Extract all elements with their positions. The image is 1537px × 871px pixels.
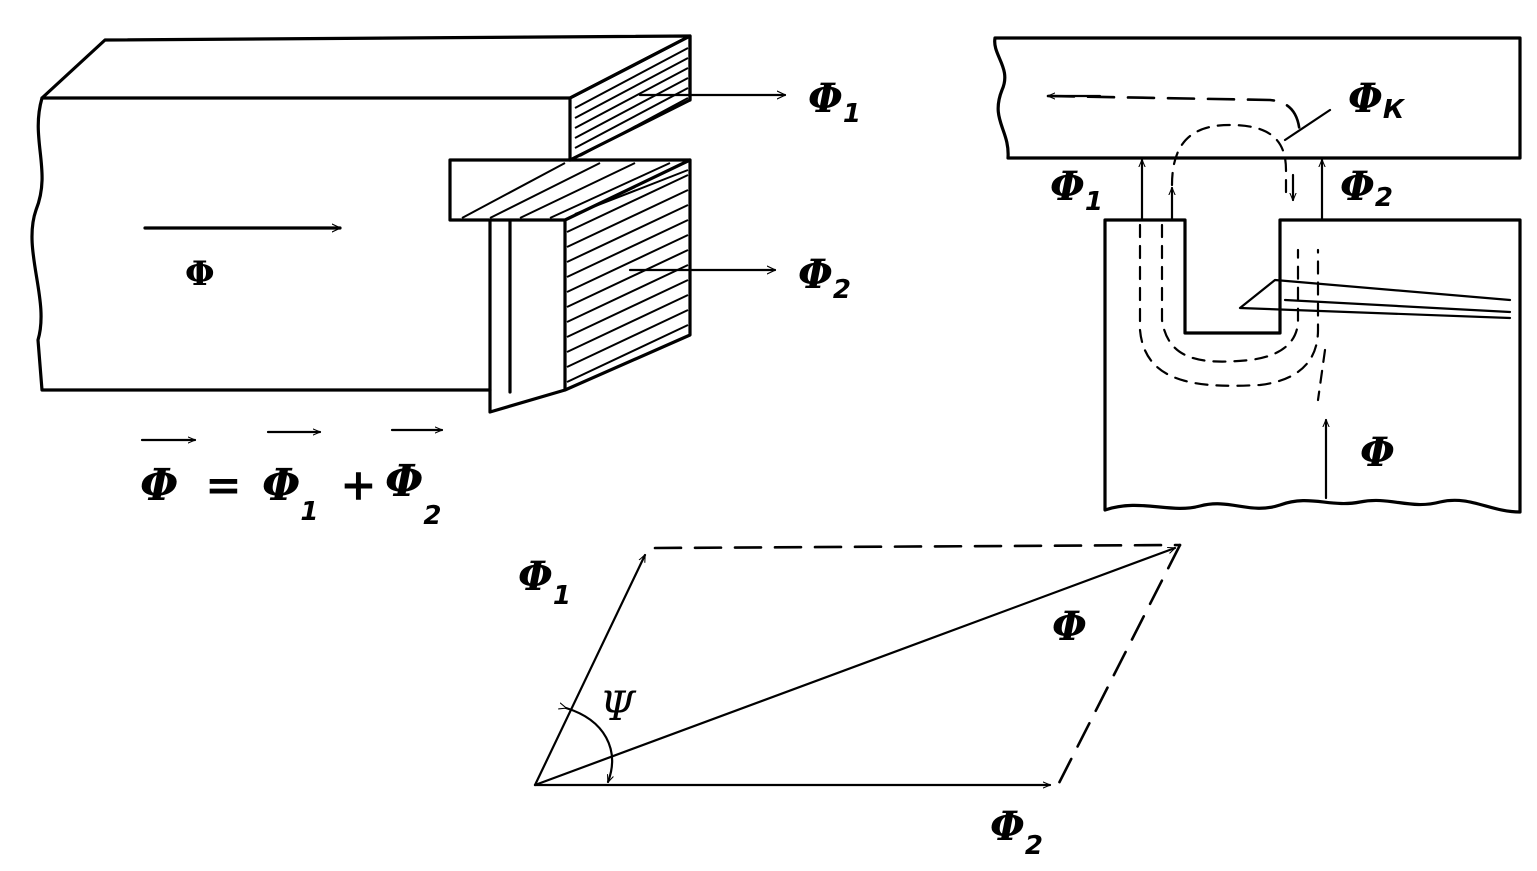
lower-lamination-outline [448, 158, 692, 414]
slot-figure: ΦК Φ1 Φ2 Φ [993, 36, 1522, 514]
parallelogram-top-side [653, 543, 1182, 550]
inner-flux-loop [1138, 223, 1320, 387]
lower-core-slot [1103, 218, 1522, 514]
label-phi-core: Φ [185, 254, 215, 294]
label-par-phi: Φ [1052, 603, 1087, 650]
vector-parallelogram: Φ1 Φ Ψ Φ2 [518, 543, 1182, 861]
slot-wedge [1238, 278, 1512, 320]
vector-phi [533, 546, 1175, 787]
equation-plus: + [340, 460, 377, 511]
outer-return-path [1316, 348, 1327, 402]
vector-equation: Φ = Φ1 + Φ2 [140, 430, 444, 531]
label-phi-k: ΦК [1348, 75, 1406, 125]
gap-line [568, 98, 692, 162]
label-phi1: Φ1 [808, 75, 861, 129]
leakage-flux-path [1046, 94, 1302, 142]
parallelogram-right-side [1056, 543, 1182, 787]
label-slot-phi: Φ [1360, 429, 1395, 476]
top-flux-loop [1170, 123, 1288, 202]
equation-term2: Φ2 [385, 456, 441, 531]
phi-k-leader [1283, 108, 1332, 142]
label-slot-phi2: Φ2 [1340, 163, 1393, 213]
equation-equals: = [205, 460, 242, 511]
label-par-phi1: Φ1 [518, 553, 571, 611]
label-par-phi2: Φ2 [990, 803, 1043, 861]
equation-lhs: Φ [140, 460, 178, 511]
side-lamination-hatching [566, 174, 689, 383]
label-slot-phi1: Φ1 [1050, 163, 1103, 217]
middle-flux-loop [1160, 223, 1300, 363]
vector-phi1 [533, 555, 647, 787]
upper-lamination-hatching [574, 47, 689, 157]
label-psi: Ψ [600, 684, 637, 730]
equation-term1: Φ1 [262, 460, 318, 527]
shelf-hatching [461, 162, 689, 219]
angle-psi-arc [566, 708, 612, 782]
core-3d-figure: Φ1 Φ2 Φ [30, 34, 861, 414]
upper-core-bar [993, 36, 1522, 160]
core-block-outline [30, 34, 692, 392]
label-phi2: Φ2 [798, 251, 851, 305]
